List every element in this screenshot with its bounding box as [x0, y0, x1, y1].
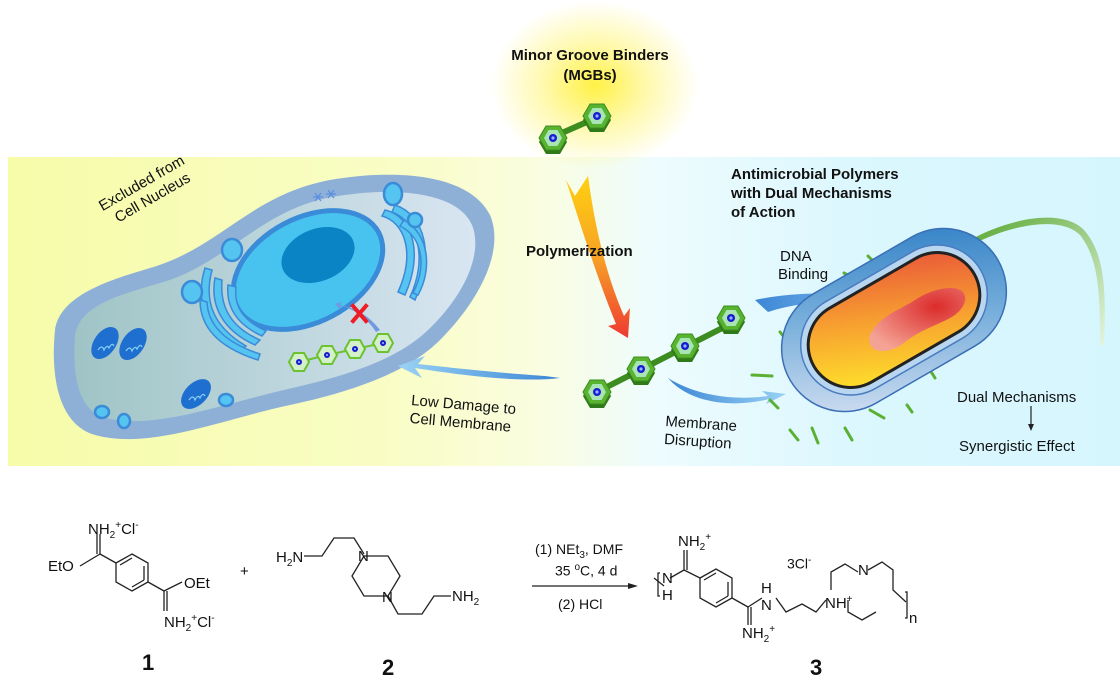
dna-binding-arrow [755, 293, 925, 313]
membrane-disruption-label: Membrane Disruption [663, 413, 738, 454]
compound-1-structure [79, 534, 183, 611]
bacterium [750, 217, 1105, 445]
compound-3-structure [653, 550, 908, 625]
mitochondria [91, 326, 211, 409]
conditions-step2: (2) HCl [558, 596, 603, 612]
blocked-entry-arrow [335, 302, 380, 332]
conditions-step1-line2: 35 oC, 4 d [555, 562, 618, 579]
compound-1-right-group: OEt [184, 575, 210, 592]
dna-binding-label: DNA Binding [778, 248, 828, 284]
mgb-title-line1: Minor Groove Binders [511, 47, 669, 64]
bacterium-title-line2: with Dual Mechanisms [731, 185, 892, 202]
synergistic-effect-label: Synergistic Effect [959, 438, 1075, 455]
polymer-in-cell [288, 333, 394, 372]
plus-sign: + [240, 563, 249, 580]
compound-1-top-group: NH2+Cl- [88, 520, 139, 541]
compound-3-bottom-group: NH2+ [742, 624, 776, 645]
mgb-title-line2: (MGBs) [563, 67, 617, 84]
dna-binding-label-line2: Binding [778, 266, 829, 283]
dna-binding-label-line1: DNA [780, 248, 812, 265]
mgb-glow [490, 0, 700, 170]
bacterium-title-line3: of Action [731, 204, 796, 221]
compound-1-bottom-group: NH2+Cl- [164, 613, 215, 634]
compound-2-number: 2 [382, 655, 395, 680]
nucleolus [281, 227, 355, 283]
reaction-arrow [532, 583, 638, 589]
compound-2-ring-n-bottom: N [382, 589, 393, 606]
compound-2-ring-n-top: N [358, 548, 369, 565]
mgb-dimer-icon [538, 103, 612, 155]
compound-3-ring-n: N [858, 562, 869, 579]
compound-3-top-group: NH2+ [678, 532, 712, 553]
compound-1-number: 1 [142, 650, 155, 675]
low-damage-arrow [398, 356, 560, 380]
conditions-step1-line1: (1) NEt3, DMF [535, 541, 624, 561]
polymerization-arrow [566, 176, 630, 338]
compound-2-left-group: H2N [276, 549, 304, 569]
blocked-x-icon [350, 303, 369, 324]
bacterium-title: Antimicrobial Polymers with Dual Mechani… [731, 165, 899, 222]
compound-3-repeat-index: n [909, 610, 918, 627]
compound-3-nh-plus: NH+ [825, 594, 853, 612]
snowflake-icons [313, 189, 336, 202]
mammalian-cell [53, 174, 495, 440]
compound-2-right-group: NH2 [452, 588, 480, 608]
membrane-disruption-arrow [668, 378, 786, 404]
polymerization-label: Polymerization [526, 243, 633, 260]
compound-2-structure [304, 537, 451, 615]
compound-3-number: 3 [810, 655, 823, 680]
mgb-polymer-icon [582, 305, 746, 409]
bacterium-title-line1: Antimicrobial Polymers [731, 166, 899, 183]
compound-1-left-group: EtO [48, 558, 74, 575]
bacterial-dna [869, 288, 966, 352]
dual-mechanisms-label: Dual Mechanisms [957, 389, 1077, 406]
compound-3-counterion: 3Cl- [787, 555, 812, 572]
